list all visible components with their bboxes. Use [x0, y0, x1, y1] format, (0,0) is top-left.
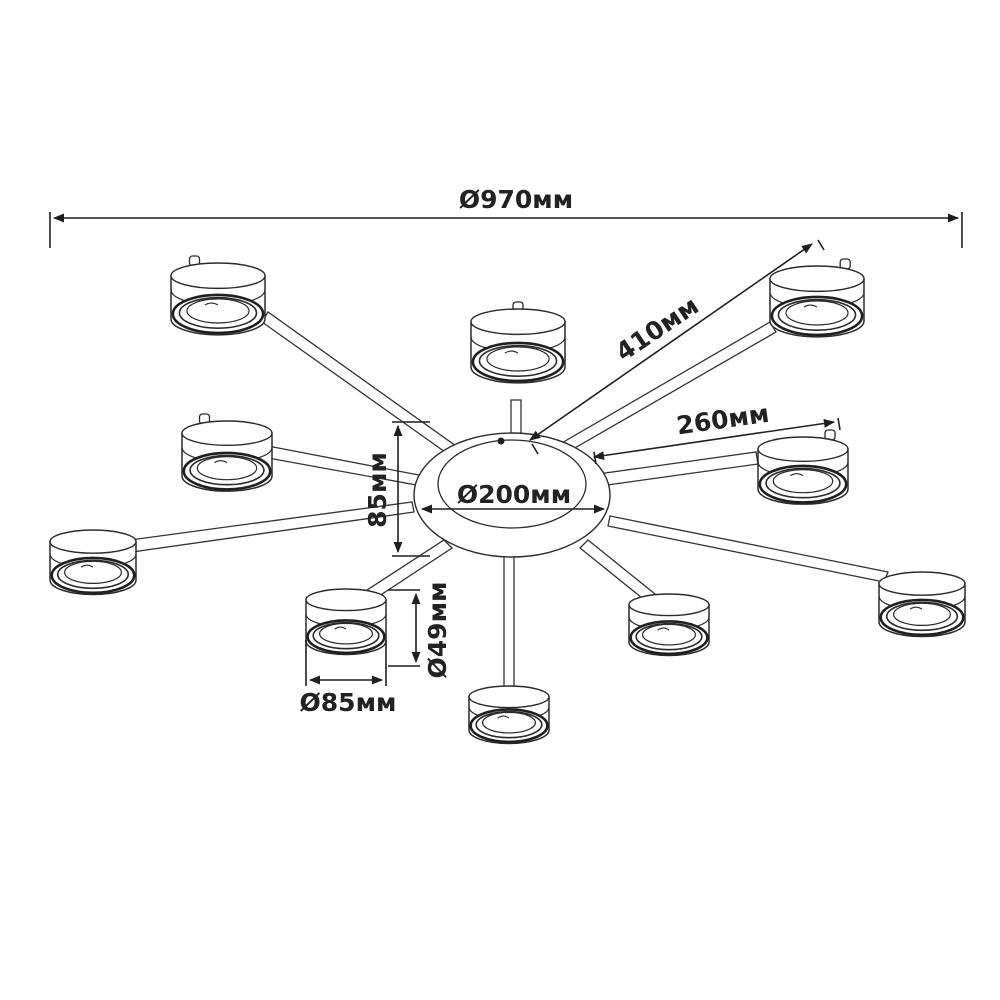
arm-right — [607, 515, 889, 583]
shade-right — [878, 571, 966, 638]
ceiling-base — [413, 432, 611, 558]
shade-top-left — [170, 255, 266, 336]
shade-left — [49, 529, 137, 596]
arm-right-upper — [597, 451, 759, 487]
arm-top-right — [558, 321, 777, 453]
shade-right-upper — [757, 429, 849, 505]
shades — [49, 255, 966, 745]
shade-bottom-right — [628, 593, 710, 657]
shade-top — [470, 301, 566, 384]
shade-diameter-label: Ø85мм — [300, 688, 397, 717]
base-diameter-label: Ø200мм — [457, 480, 571, 509]
screw-icon — [497, 437, 505, 445]
overall-diameter-label: Ø970мм — [459, 185, 573, 214]
shade-top-right — [769, 258, 865, 338]
shade-left-upper — [181, 413, 273, 492]
arm-short-line — [592, 419, 836, 460]
base-height-label: 85мм — [363, 452, 392, 528]
arm-top — [510, 399, 522, 439]
shade-bottom-left — [305, 588, 387, 656]
shade-height-label: Ø49мм — [423, 582, 452, 679]
dimension-lines — [49, 212, 963, 686]
arm-left-upper — [267, 445, 425, 487]
arm-bottom — [503, 555, 515, 689]
arm-long-line — [529, 243, 813, 441]
arm-top-left — [261, 311, 472, 465]
shade-bottom — [468, 685, 550, 745]
arm-short-label: 260мм — [675, 399, 771, 441]
